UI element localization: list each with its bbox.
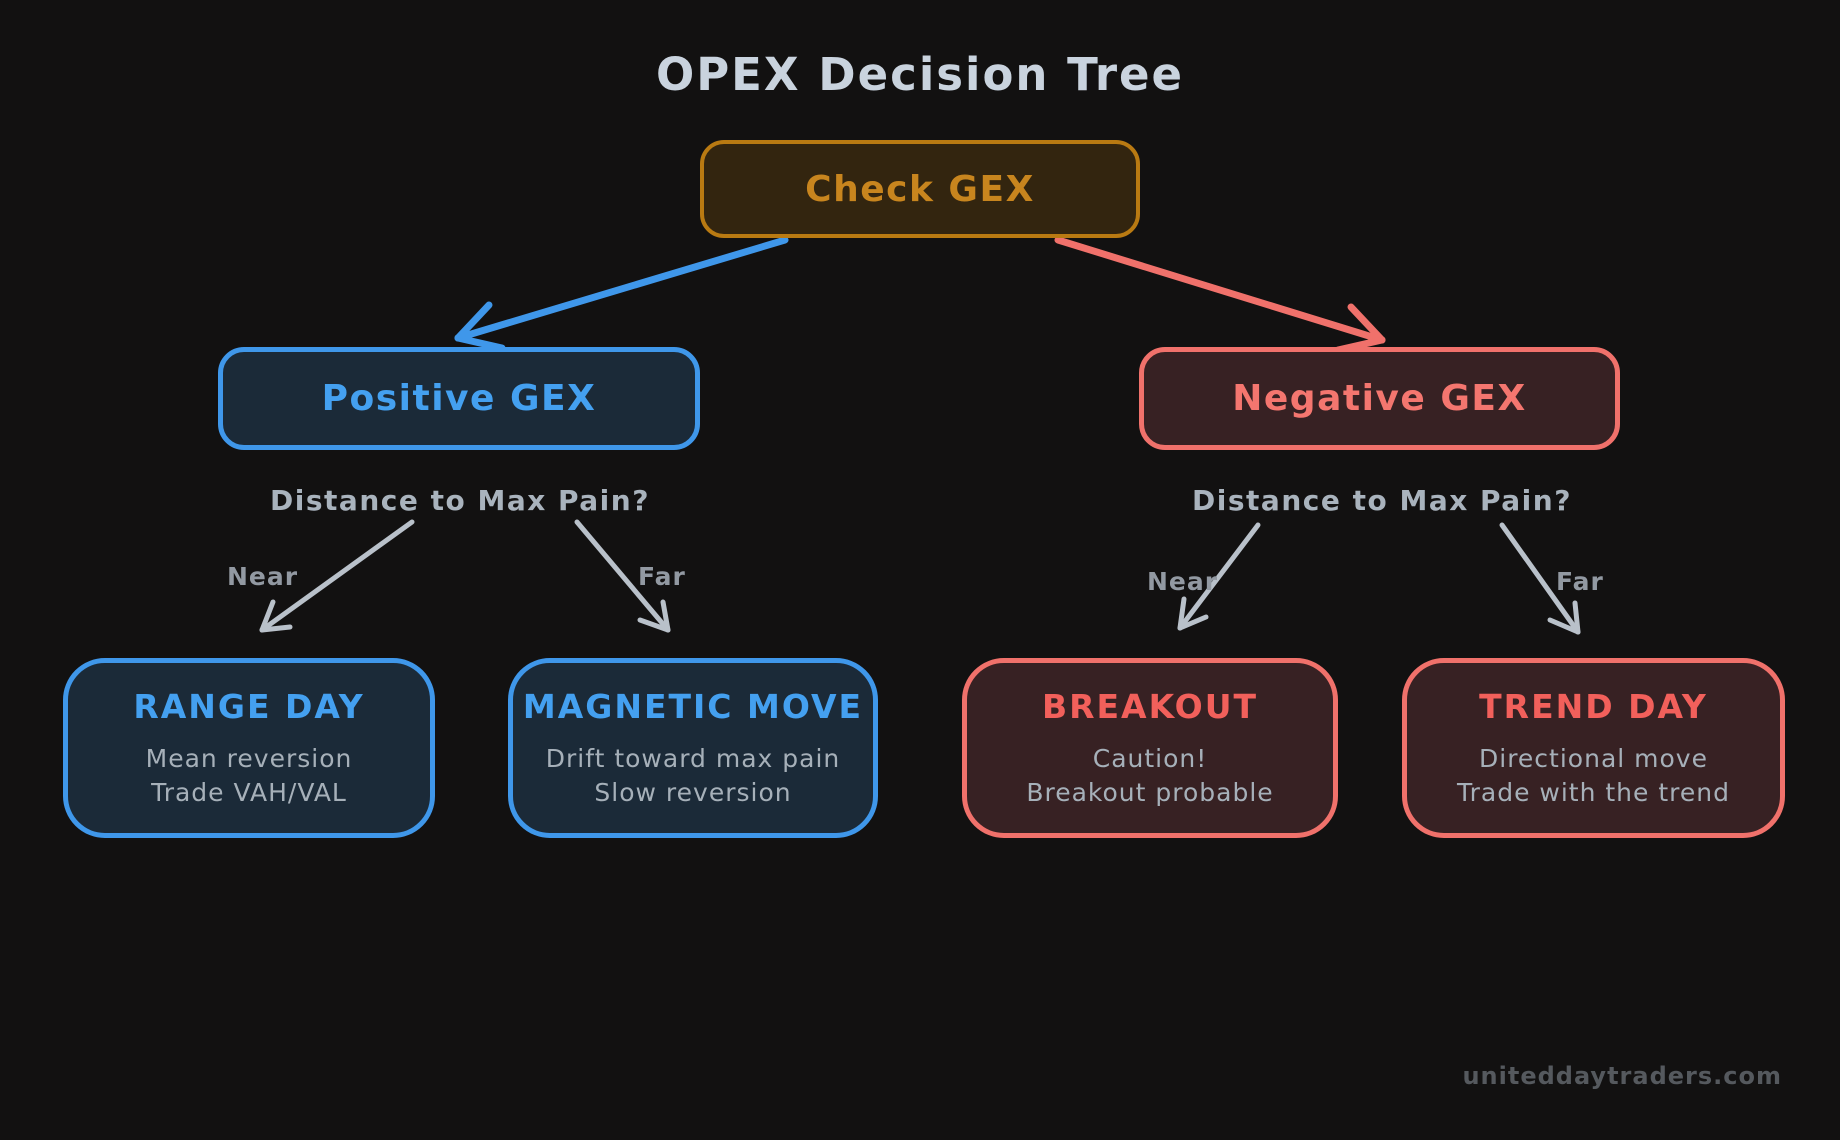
node-breakout: BREAKOUT Caution! Breakout probable [962, 658, 1338, 838]
watermark: uniteddaytraders.com [1462, 1062, 1782, 1090]
node-negative-gex: Negative GEX [1139, 347, 1620, 450]
node-range-day-title: RANGE DAY [133, 687, 365, 726]
node-check-gex: Check GEX [700, 140, 1140, 238]
node-negative-gex-label: Negative GEX [1232, 378, 1527, 419]
node-range-day-line1: Mean reversion [145, 744, 353, 773]
node-trend-day-title: TREND DAY [1479, 687, 1708, 726]
edge-label-negative-near: Near [1147, 567, 1219, 596]
edge-positive-far [574, 519, 671, 633]
node-trend-day-line2: Trade with the trend [1457, 777, 1730, 807]
node-breakout-line2: Breakout probable [1026, 777, 1274, 807]
node-positive-gex: Positive GEX [218, 347, 700, 450]
question-negative: Distance to Max Pain? [1192, 484, 1572, 517]
node-range-day-line2: Trade VAH/VAL [151, 777, 347, 807]
node-positive-gex-label: Positive GEX [321, 378, 597, 419]
node-breakout-title: BREAKOUT [1041, 687, 1259, 726]
edge-label-positive-near: Near [227, 562, 299, 591]
edge-label-negative-far: Far [1556, 567, 1604, 596]
edge-root-to-negative [1054, 236, 1386, 354]
node-check-gex-label: Check GEX [805, 168, 1035, 210]
node-range-day: RANGE DAY Mean reversion Trade VAH/VAL [63, 658, 435, 838]
node-magnetic-move-line2: Slow reversion [594, 777, 792, 807]
edge-negative-far [1499, 522, 1581, 635]
edge-negative-near [1177, 522, 1261, 631]
question-positive: Distance to Max Pain? [270, 484, 650, 517]
node-trend-day: TREND DAY Directional move Trade with th… [1402, 658, 1785, 838]
edge-root-to-positive [454, 236, 789, 352]
node-magnetic-move: MAGNETIC MOVE Drift toward max pain Slow… [508, 658, 878, 838]
node-magnetic-move-line1: Drift toward max pain [545, 744, 841, 773]
page-title: OPEX Decision Tree [655, 48, 1185, 101]
node-magnetic-move-title: MAGNETIC MOVE [522, 687, 864, 726]
edge-positive-near [259, 519, 415, 633]
node-trend-day-line1: Directional move [1479, 744, 1708, 773]
edge-label-positive-far: Far [638, 562, 686, 591]
node-breakout-line1: Caution! [1092, 744, 1208, 773]
